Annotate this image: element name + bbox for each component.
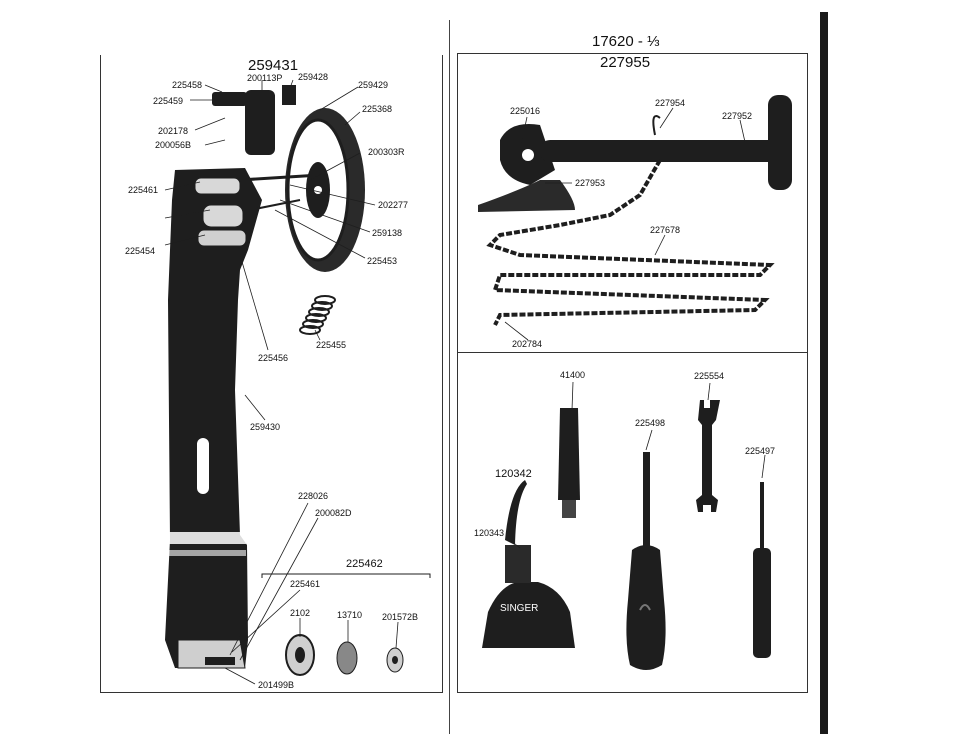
part-label-225016: 225016 [510, 106, 540, 116]
part-label-225455: 225455 [316, 340, 346, 350]
part-label-228026: 228026 [298, 491, 328, 501]
part-label-225456: 225456 [258, 353, 288, 363]
tools-drawing [482, 382, 771, 670]
header-figure-number: 17620 - ⅓ [592, 34, 660, 50]
part-label-201572b: 201572B [382, 612, 418, 622]
part-label-259430: 259430 [250, 422, 280, 432]
assembly-number-259431: 259431 [248, 58, 298, 74]
part-label-225458: 225458 [172, 80, 202, 90]
part-label-41400: 41400 [560, 370, 585, 380]
part-label-225461-top: 225461 [128, 185, 158, 195]
part-label-227678: 227678 [650, 225, 680, 235]
part-label-227954: 227954 [655, 98, 685, 108]
part-label-227953: 227953 [575, 178, 605, 188]
part-label-201499b: 201499B [258, 680, 294, 690]
part-label-200113p: 200113P [247, 73, 282, 83]
part-label-227952: 227952 [722, 111, 752, 121]
header-assembly-227955: 227955 [600, 55, 650, 71]
group-label-225462: 225462 [346, 558, 383, 570]
part-label-120342: 120342 [495, 468, 532, 480]
part-label-225459: 225459 [153, 96, 183, 106]
part-label-225454: 225454 [125, 246, 155, 256]
part-label-259138: 259138 [372, 228, 402, 238]
part-label-225498: 225498 [635, 418, 665, 428]
part-label-259429: 259429 [358, 80, 388, 90]
part-label-259428: 259428 [298, 72, 328, 82]
part-label-202277: 202277 [378, 200, 408, 210]
bobbin-winder-bracket-drawing [165, 80, 430, 684]
part-label-120343: 120343 [474, 528, 504, 538]
part-label-200303r: 200303R [368, 147, 405, 157]
thread-stand-drawing [478, 95, 792, 340]
part-label-13710: 13710 [337, 610, 362, 620]
part-label-225497: 225497 [745, 446, 775, 456]
part-label-202784: 202784 [512, 339, 542, 349]
part-label-225453: 225453 [367, 256, 397, 266]
part-label-2102: 2102 [290, 608, 310, 618]
oil-can-brand-text: SINGER [500, 604, 538, 614]
part-label-225554: 225554 [694, 371, 724, 381]
part-label-202178: 202178 [158, 126, 188, 136]
part-label-200082d: 200082D [315, 508, 352, 518]
part-label-225461: 225461 [290, 579, 320, 589]
part-label-225368: 225368 [362, 104, 392, 114]
part-label-200056b: 200056B [155, 140, 191, 150]
